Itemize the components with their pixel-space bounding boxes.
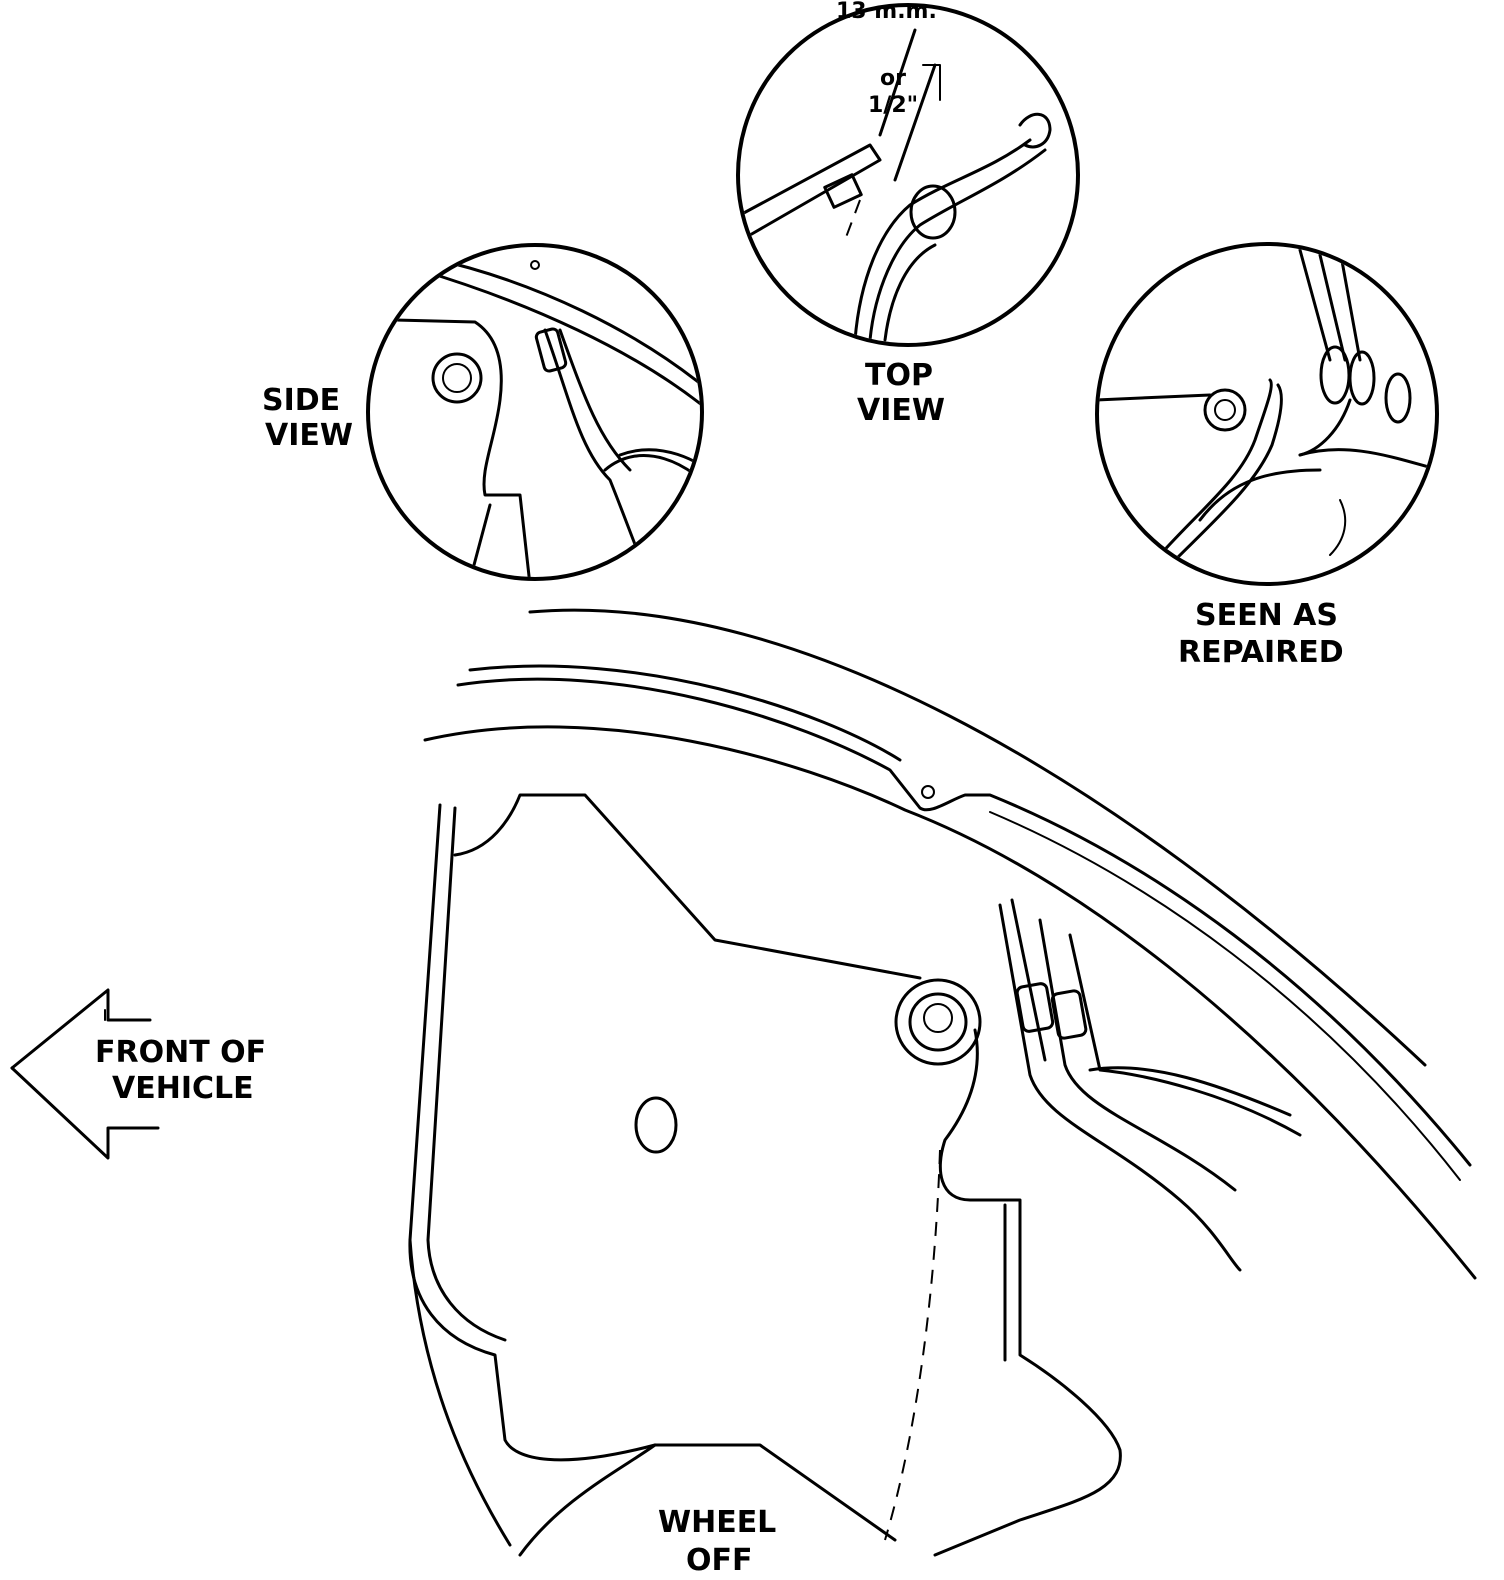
top-view-label-line1: TOP xyxy=(865,358,933,393)
top-view-detail xyxy=(736,3,1080,347)
fastener-bolt-icon xyxy=(894,978,982,1066)
dimension-label-line2: or xyxy=(880,66,906,91)
dimension-label-line3: 1/2" xyxy=(868,93,918,118)
side-view-label-line1: SIDE xyxy=(262,383,340,418)
wheel-off-label-line1: WHEEL xyxy=(658,1505,776,1540)
seen-as-repaired-label-line2: REPAIRED xyxy=(1178,635,1344,670)
dimension-label-line1: 13 m.m. xyxy=(836,0,937,24)
front-of-vehicle-arrow-icon xyxy=(10,988,160,1160)
front-of-vehicle-label-line2: VEHICLE xyxy=(112,1071,254,1106)
repaired-view-detail xyxy=(1095,242,1439,586)
front-of-vehicle-label-line1: FRONT OF xyxy=(95,1035,266,1070)
side-view-label-line2: VIEW xyxy=(265,418,353,453)
wheel-off-label-line2: OFF xyxy=(686,1543,753,1578)
access-hole xyxy=(634,1096,678,1154)
seen-as-repaired-label-line1: SEEN AS xyxy=(1195,598,1338,633)
brake-line-harness xyxy=(921,785,1302,1272)
wheel-well-assembly xyxy=(408,608,1477,1557)
top-view-label-line2: VIEW xyxy=(857,393,945,428)
dimension-bracket xyxy=(922,64,941,101)
side-view-detail xyxy=(366,243,704,581)
